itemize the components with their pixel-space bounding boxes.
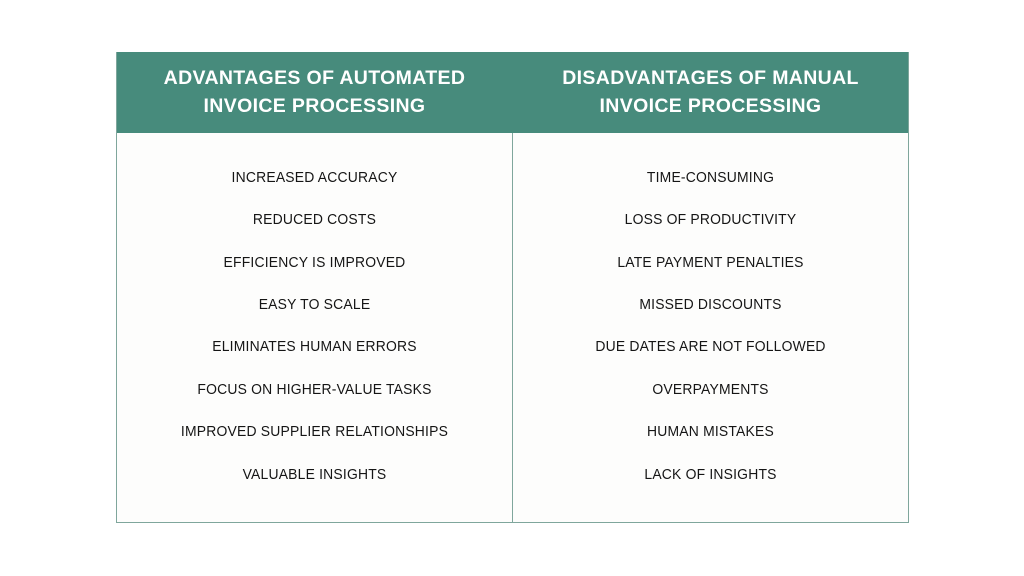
table-body-row: INCREASED ACCURACY REDUCED COSTS EFFICIE…: [117, 133, 908, 522]
list-item: TIME-CONSUMING: [531, 157, 891, 199]
list-item: EFFICIENCY IS IMPROVED: [135, 242, 495, 284]
list-item: LOSS OF PRODUCTIVITY: [531, 199, 891, 241]
list-item-label: MISSED DISCOUNTS: [639, 297, 782, 314]
column-header-advantages-automated-text: ADVANTAGES OF AUTOMATED INVOICE PROCESSI…: [163, 66, 466, 117]
column-body-disadvantages-manual: TIME-CONSUMING LOSS OF PRODUCTIVITY LATE…: [513, 133, 908, 522]
list-item: MISSED DISCOUNTS: [531, 284, 891, 326]
list-item-label: OVERPAYMENTS: [652, 381, 769, 398]
list-item-label: HUMAN MISTAKES: [647, 424, 774, 441]
list-item: LACK OF INSIGHTS: [531, 454, 891, 496]
list-item: ELIMINATES HUMAN ERRORS: [135, 327, 495, 369]
list-item: OVERPAYMENTS: [531, 369, 891, 411]
column-body-advantages-automated: INCREASED ACCURACY REDUCED COSTS EFFICIE…: [117, 133, 513, 522]
list-item: HUMAN MISTAKES: [531, 411, 891, 453]
comparison-table: ADVANTAGES OF AUTOMATED INVOICE PROCESSI…: [116, 52, 909, 523]
list-item-label: LACK OF INSIGHTS: [644, 466, 777, 483]
column-header-disadvantages-manual: DISADVANTAGES OF MANUAL INVOICE PROCESSI…: [513, 52, 908, 133]
list-item: LATE PAYMENT PENALTIES: [531, 242, 891, 284]
list-item: INCREASED ACCURACY: [135, 157, 495, 199]
list-item-label: LATE PAYMENT PENALTIES: [617, 254, 804, 271]
list-item: IMPROVED SUPPLIER RELATIONSHIPS: [135, 411, 495, 453]
table-header-row: ADVANTAGES OF AUTOMATED INVOICE PROCESSI…: [117, 52, 908, 133]
list-item: REDUCED COSTS: [135, 199, 495, 241]
list-item-label: ELIMINATES HUMAN ERRORS: [212, 339, 417, 356]
list-item: DUE DATES ARE NOT FOLLOWED: [531, 327, 891, 369]
column-header-advantages-automated: ADVANTAGES OF AUTOMATED INVOICE PROCESSI…: [117, 52, 513, 133]
list-item-label: LOSS OF PRODUCTIVITY: [624, 212, 797, 229]
list-item-label: EASY TO SCALE: [258, 297, 371, 314]
list-item-label: IMPROVED SUPPLIER RELATIONSHIPS: [180, 424, 449, 441]
list-item-label: INCREASED ACCURACY: [231, 169, 398, 186]
list-item-label: DUE DATES ARE NOT FOLLOWED: [595, 339, 826, 356]
list-item-label: TIME-CONSUMING: [646, 169, 775, 186]
column-header-disadvantages-manual-text: DISADVANTAGES OF MANUAL INVOICE PROCESSI…: [562, 66, 859, 117]
list-item: VALUABLE INSIGHTS: [135, 454, 495, 496]
list-item-label: REDUCED COSTS: [252, 212, 377, 229]
list-item: EASY TO SCALE: [135, 284, 495, 326]
list-item-label: EFFICIENCY IS IMPROVED: [223, 254, 406, 271]
list-item-label: FOCUS ON HIGHER-VALUE TASKS: [197, 381, 432, 398]
list-item: FOCUS ON HIGHER-VALUE TASKS: [135, 369, 495, 411]
list-item-label: VALUABLE INSIGHTS: [242, 466, 387, 483]
